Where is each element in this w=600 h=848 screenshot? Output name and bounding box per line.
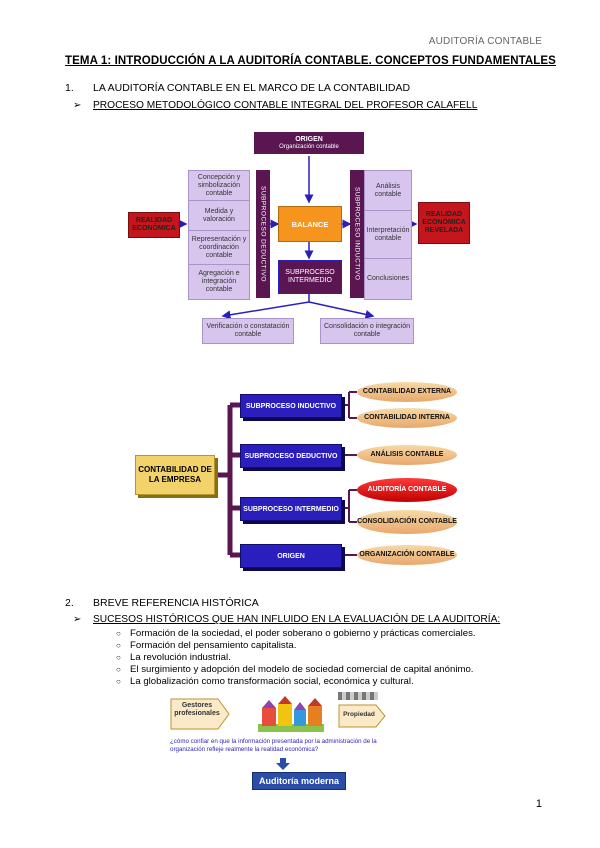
leaf-organizacion-contable: ORGANIZACIÓN CONTABLE [357,545,457,565]
list-item: ○ La revolución industrial. [116,652,231,663]
subheading-text: SUCESOS HISTÓRICOS QUE HAN INFLUIDO EN L… [93,614,501,625]
branch-deductivo: SUBPROCESO DEDUCTIVO [240,444,342,468]
list-item: ○ Formación de la sociedad, el poder sobe… [116,628,476,639]
origen-box: ORIGEN Organización contable [254,132,364,154]
list-item-text: Formación del pensamiento capitalista. [130,640,297,651]
section-title: LA AUDITORÍA CONTABLE EN EL MARCO DE LA … [93,82,411,94]
tree-connectors [215,391,357,558]
people-strip-image [338,692,378,700]
left-item-1: Concepción y simbolización contable [188,170,250,202]
right-item-1: Análisis contable [364,170,412,212]
gestores-arrow-shape [170,698,230,730]
calafell-process-diagram: ORIGEN Organización contable REALIDAD EC… [128,132,470,352]
list-item: ○ Formación del pensamiento capitalista. [116,640,296,651]
buildings-icon [258,696,324,732]
list-item-text: El surgimiento y adopción del modelo de … [130,664,474,675]
contabilidad-tree-diagram: CONTABILIDAD DE LA EMPRESA SUBPROCESO IN… [135,380,465,580]
left-item-4: Agregación e integración contable [188,264,250,300]
circle-bullet-icon: ○ [116,677,121,686]
subproceso-intermedio-box: SUBPROCESO INTERMEDIO [278,260,342,294]
left-item-3: Representación y coordinación contable [188,230,250,266]
consolidacion-box: Consolidación o integración contable [320,318,414,344]
page-number: 1 [535,798,542,810]
auditoria-moderna-figure: Gestores profesionales Propiedad ¿cómo c… [170,690,410,795]
gestores-label: Gestores profesionales [174,702,220,718]
balance-box: BALANCE [278,206,342,242]
list-item-text: Formación de la sociedad, el poder sober… [130,628,476,639]
section-title: BREVE REFERENCIA HISTÓRICA [93,597,259,609]
list-item: ○ El surgimiento y adopción del modelo de… [116,664,473,675]
leaf-contabilidad-interna: CONTABILIDAD INTERNA [357,408,457,428]
circle-bullet-icon: ○ [116,641,121,650]
auditoria-moderna-box: Auditoría moderna [252,772,346,790]
leaf-auditoria-contable: AUDITORÍA CONTABLE [357,478,457,502]
section-2-heading: 2. BREVE REFERENCIA HISTÓRICA [0,597,600,611]
realidad-economica-box: REALIDAD ECONÓMICA [128,212,180,238]
realidad-revelada-box: REALIDAD ECONÓMICA REVELADA [418,202,470,244]
branch-inductivo: SUBPROCESO INDUCTIVO [240,394,342,418]
leaf-analisis-contable: ANÁLISIS CONTABLE [357,445,457,465]
contabilidad-empresa-box: CONTABILIDAD DE LA EMPRESA [135,455,215,495]
circle-bullet-icon: ○ [116,629,121,638]
propiedad-label: Propiedad [343,711,375,718]
diagram-arrows [178,156,418,320]
question-text: ¿cómo confiar en que la información pres… [170,738,377,754]
leaf-consolidacion-contable: CONSOLIDACIÓN CONTABLE [357,510,457,534]
right-item-3: Conclusiones [364,258,412,300]
section-1-subheading: ➢ PROCESO METODOLÓGICO CONTABLE INTEGRAL … [73,100,477,111]
section-number: 1. [65,82,74,94]
page-title: TEMA 1: INTRODUCCIÓN A LA AUDITORÍA CONT… [65,55,556,67]
circle-bullet-icon: ○ [116,653,121,662]
running-header: AUDITORÍA CONTABLE [428,36,542,47]
list-item-text: La revolución industrial. [130,652,231,663]
branch-origen: ORIGEN [240,544,342,568]
section-1-heading: 1. LA AUDITORÍA CONTABLE EN EL MARCO DE … [0,82,600,96]
arrow-bullet-icon: ➢ [73,100,82,111]
list-item-text: La globalización como transformación soc… [130,676,414,687]
right-item-2: Interpretación contable [364,210,412,260]
circle-bullet-icon: ○ [116,665,121,674]
left-item-2: Medida y valoración [188,200,250,232]
down-arrow-icon [276,758,290,770]
origen-label: ORIGEN [295,135,323,143]
subproceso-deductivo-bar: SUBPROCESO DEDUCTIVO [256,170,270,298]
subheading-text: PROCESO METODOLÓGICO CONTABLE INTEGRAL D… [93,100,478,111]
arrow-bullet-icon: ➢ [73,614,82,625]
section-number: 2. [65,597,74,609]
verificacion-box: Verificación o constatación contable [202,318,294,344]
list-item: ○ La globalización como transformación so… [116,676,414,687]
origen-sublabel: Organización contable [279,143,339,150]
propiedad-arrow-shape [338,704,386,728]
section-2-subheading: ➢ SUCESOS HISTÓRICOS QUE HAN INFLUIDO EN … [73,614,500,625]
subproceso-inductivo-bar: SUBPROCESO INDUCTIVO [350,170,364,298]
branch-intermedio: SUBPROCESO INTERMEDIO [240,497,342,521]
leaf-contabilidad-externa: CONTABILIDAD EXTERNA [357,382,457,402]
